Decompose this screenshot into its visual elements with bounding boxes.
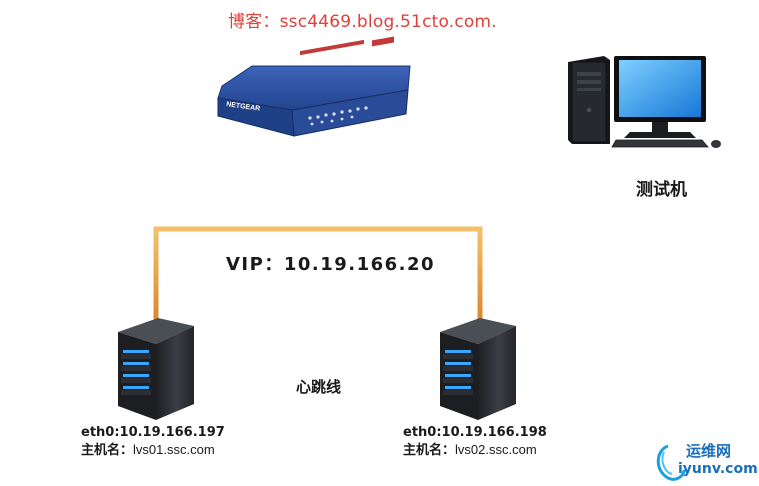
blog-url-text: 博客：ssc4469.blog.51cto.com. [228,12,497,32]
watermark-brand: 运维网 [686,442,732,460]
watermark-site: iyunv.com [678,461,758,477]
server-1-icon [118,318,194,420]
test-machine-label: 测试机 [636,180,687,200]
cables [153,96,565,369]
vip-label: VIP：10.19.166.20 [226,254,436,275]
server-2-eth: eth0:10.19.166.198 [403,425,547,440]
server-2-info: eth0:10.19.166.198 主机名：lvs02.ssc.com [403,424,547,459]
server-1-eth: eth0:10.19.166.197 [81,425,225,440]
vip-segment-cable [153,226,483,323]
heartbeat-label: 心跳线 [296,378,342,396]
server-1-hostname: lvs01.ssc.com [133,442,215,457]
server-2-hostname: lvs02.ssc.com [455,442,537,457]
server-1-info: eth0:10.19.166.197 主机名：lvs01.ssc.com [81,424,225,459]
server-2-icon [440,318,516,420]
router-brand-label: NETGEAR [226,101,261,113]
server-1-host-label: 主机名： [81,443,134,458]
test-machine-icon [568,56,721,148]
router-icon: NETGEAR [217,36,411,137]
server-2-host-label: 主机名： [403,443,456,458]
watermark-logo-icon [656,444,686,481]
